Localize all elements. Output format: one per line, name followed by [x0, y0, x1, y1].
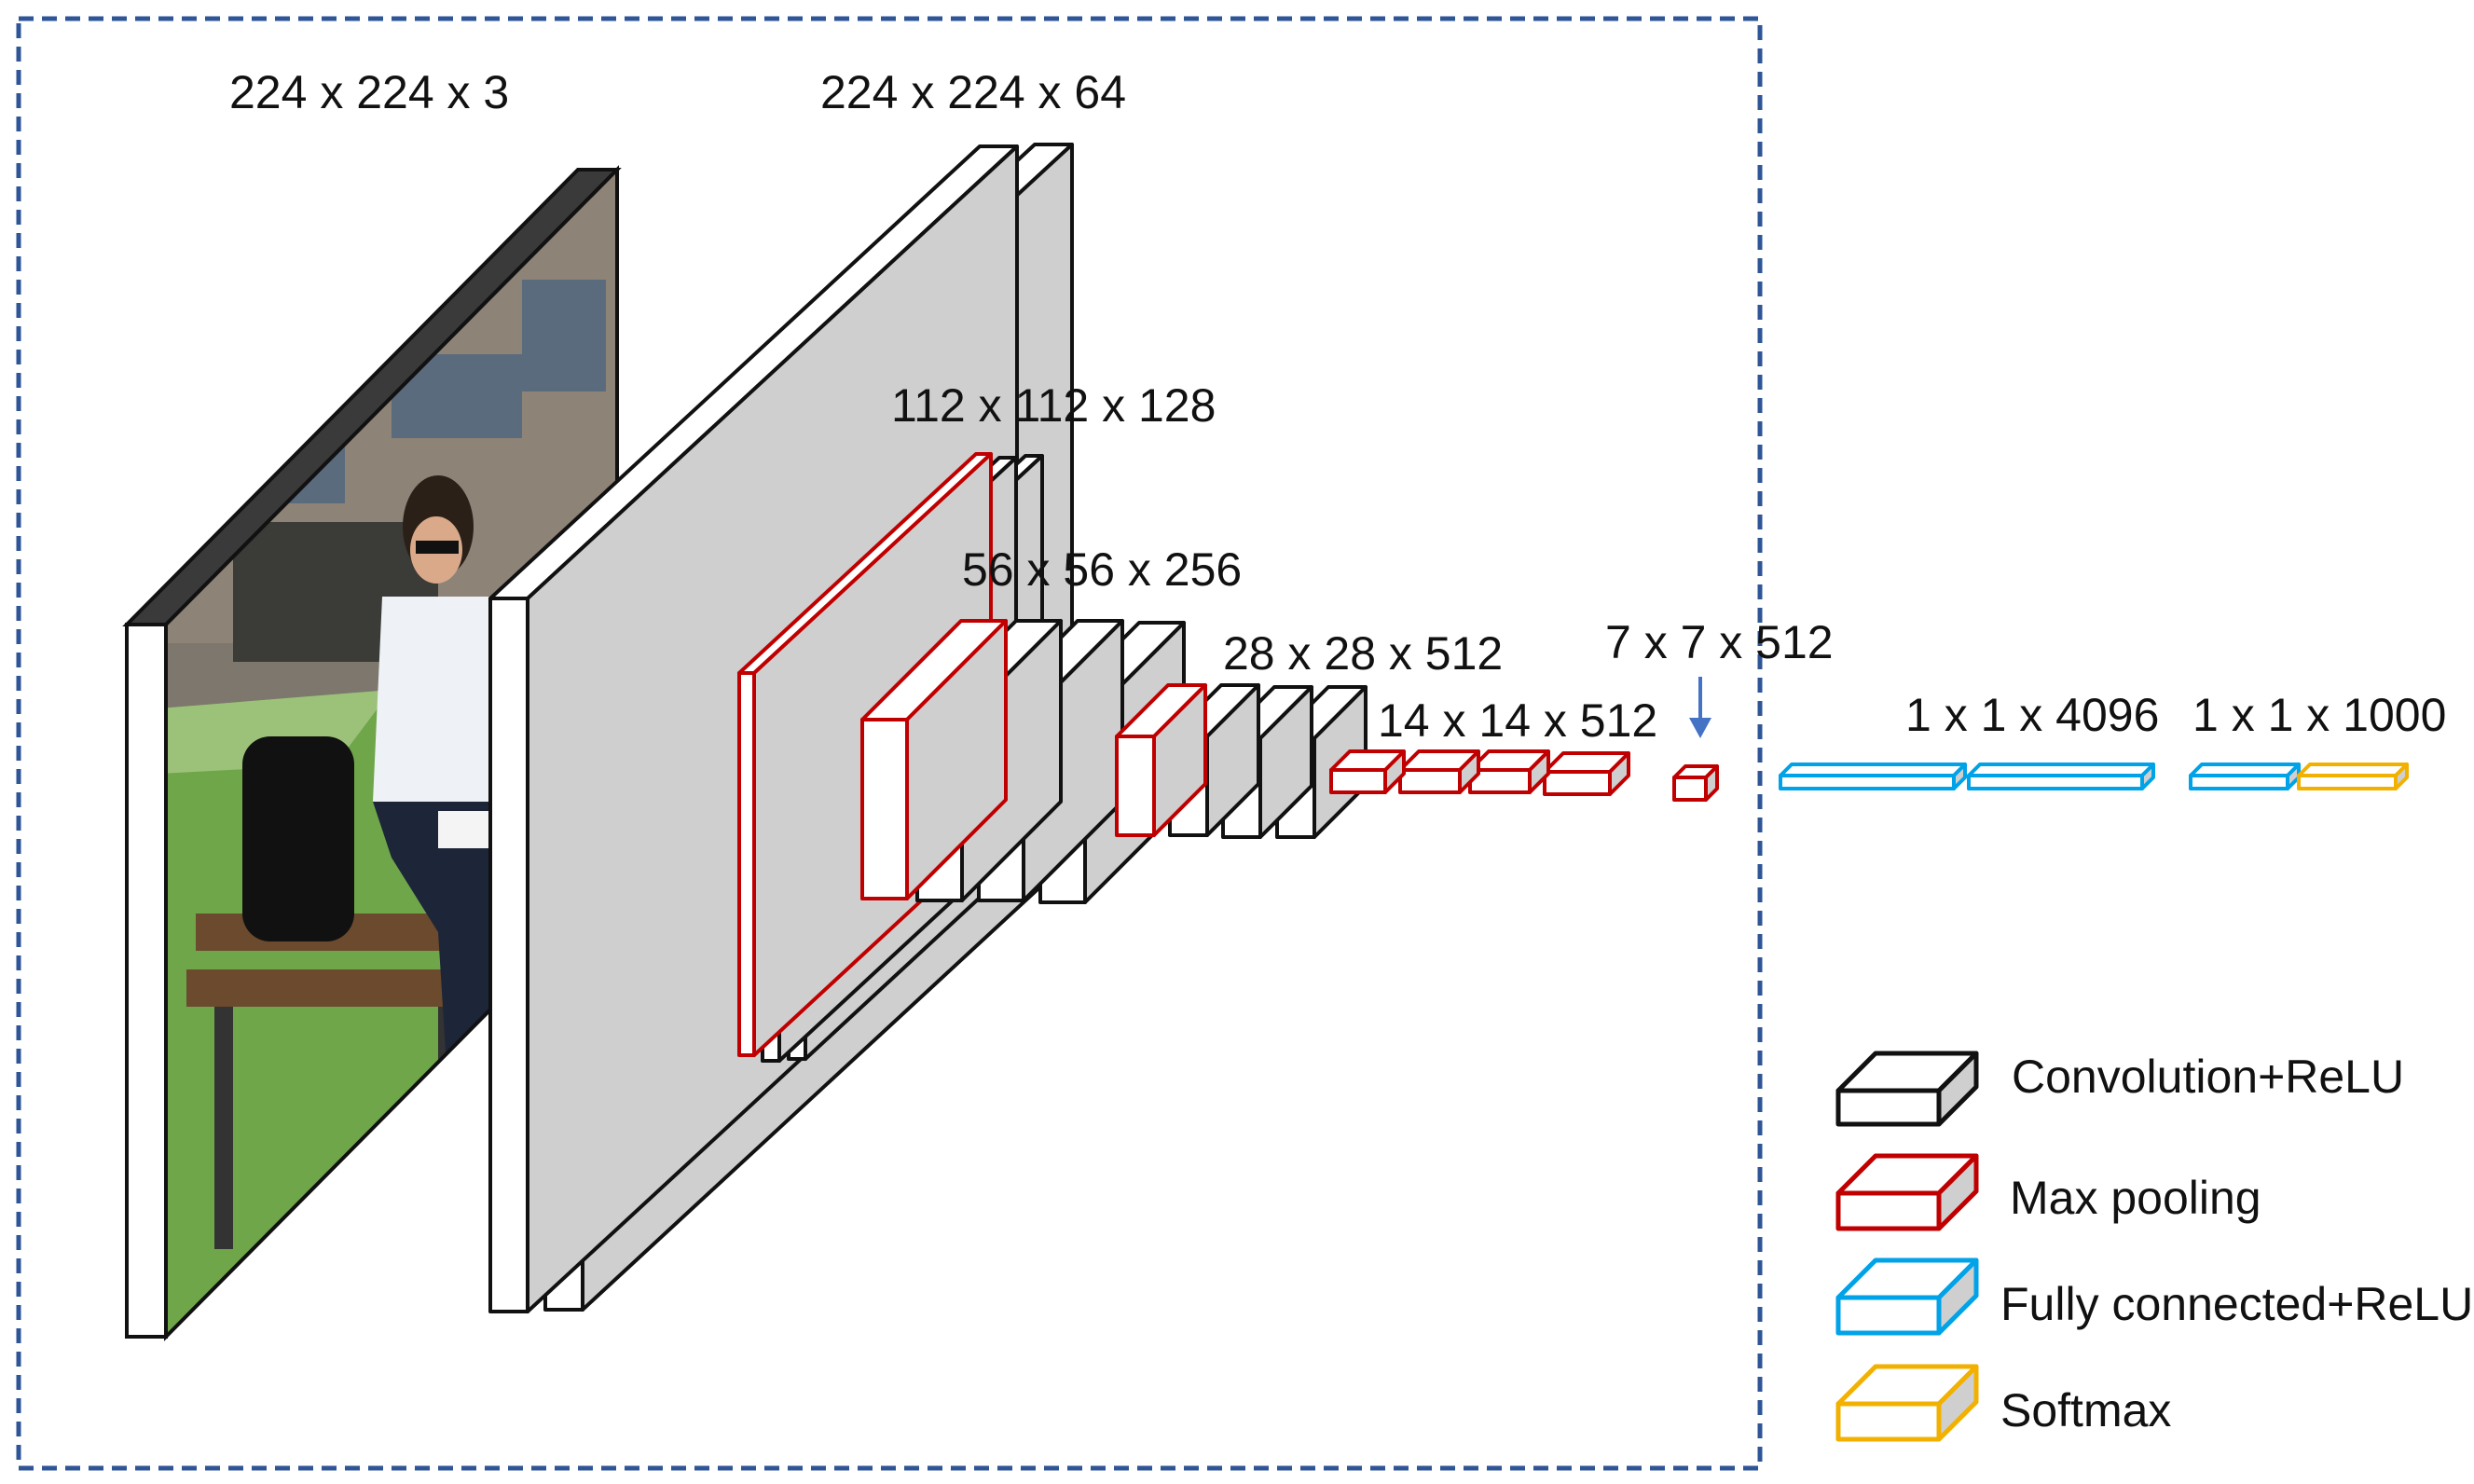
- network-frame: [16, 16, 1763, 1471]
- pool2: [860, 619, 1008, 900]
- fc1: [1779, 763, 1967, 790]
- legend-pool-label: Max pooling: [2010, 1172, 2261, 1224]
- conv5-layer-4: [1543, 751, 1630, 796]
- label-input-size: 224 x 224 x 3: [229, 66, 509, 118]
- label-conv1-size: 224 x 224 x 64: [820, 66, 1126, 118]
- conv5-layer-3: [1468, 749, 1550, 794]
- legend: Convolution+ReLU Max pooling Fully conne…: [1835, 1051, 2473, 1442]
- pool5: [1672, 764, 1719, 802]
- label-conv5-size: 14 x 14 x 512: [1378, 694, 1657, 747]
- legend-softmax-icon: [1835, 1364, 1979, 1442]
- down-arrow-icon: [1689, 677, 1711, 738]
- fc2: [1967, 763, 2155, 790]
- fc3: [2189, 763, 2301, 790]
- conv5-layer-2: [1398, 749, 1480, 794]
- legend-softmax-label: Softmax: [2000, 1384, 2171, 1436]
- label-output-size: 1 x 1 x 1000: [2192, 689, 2446, 741]
- conv5-layer-1: [1329, 749, 1406, 794]
- pool3: [1115, 683, 1207, 837]
- label-conv3-size: 56 x 56 x 256: [962, 543, 1242, 596]
- legend-conv-icon: [1835, 1051, 1979, 1127]
- label-fc-size: 1 x 1 x 4096: [1905, 689, 2159, 741]
- input-slab-front: [125, 623, 168, 1339]
- legend-conv-label: Convolution+ReLU: [2012, 1051, 2404, 1103]
- legend-fc-label: Fully connected+ReLU: [2000, 1278, 2473, 1330]
- legend-fc-icon: [1835, 1257, 1979, 1336]
- legend-pool-icon: [1835, 1153, 1979, 1231]
- softmax-output: [2297, 763, 2409, 790]
- label-conv2-size: 112 x 112 x 128: [891, 379, 1216, 432]
- layer-blocks: [488, 143, 2409, 1313]
- label-conv4-size: 28 x 28 x 512: [1223, 627, 1503, 680]
- label-pool5-size: 7 x 7 x 512: [1605, 616, 1834, 668]
